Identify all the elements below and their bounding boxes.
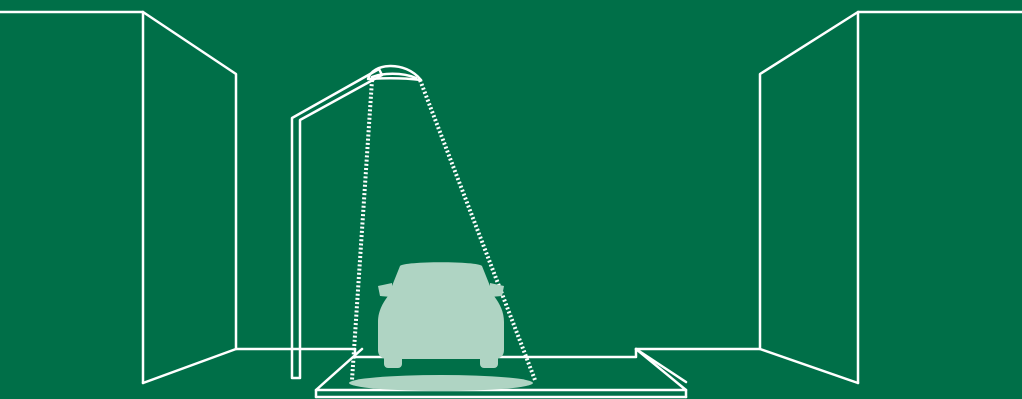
left-building: [0, 12, 355, 383]
car: [378, 262, 504, 368]
car-wheel-right: [480, 350, 498, 368]
car-mirror-left: [378, 283, 392, 297]
right-building: [636, 12, 1022, 383]
car-wheel-left: [384, 350, 402, 368]
car-body: [378, 262, 504, 359]
light-pool: [349, 375, 533, 391]
car-mirror-right: [490, 283, 504, 297]
